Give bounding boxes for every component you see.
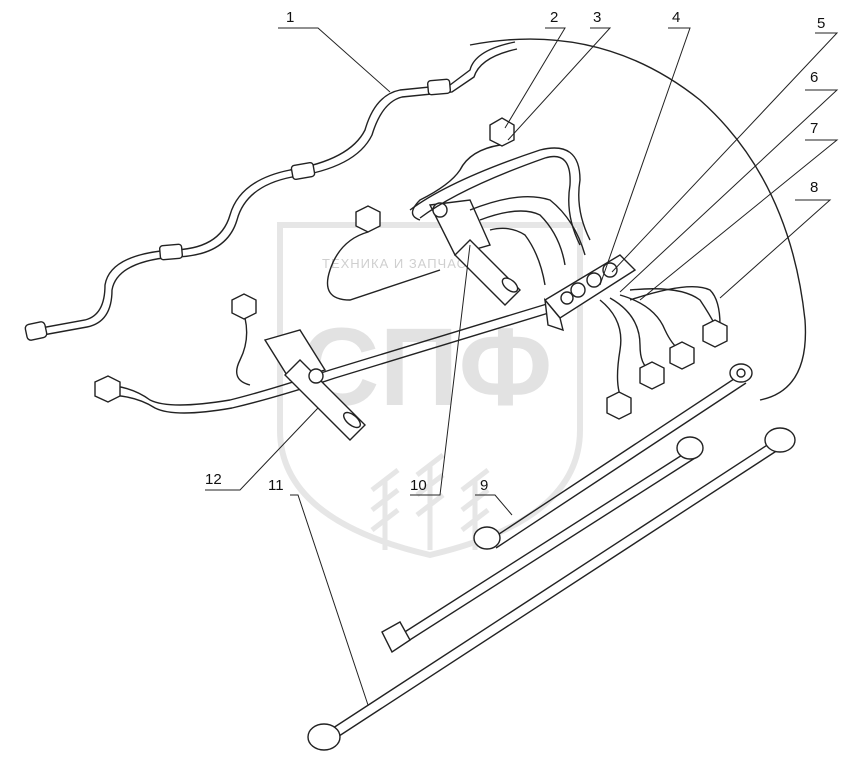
callout-8: 8 — [810, 179, 818, 196]
callout-numbers: 1 2 3 4 5 6 7 8 9 10 11 12 — [205, 9, 825, 494]
return-pipe-1 — [24, 41, 518, 341]
rod-11 — [307, 427, 796, 751]
watermark-shield-shape — [277, 222, 583, 559]
hex-nut-d — [702, 319, 728, 348]
callout-2: 2 — [550, 9, 558, 26]
watermark-wheat-icon — [370, 453, 490, 550]
hex-nut-b — [639, 361, 665, 390]
rod-middle — [381, 436, 704, 654]
callout-4: 4 — [672, 9, 680, 26]
assembly-outline-curve — [469, 38, 807, 401]
hex-nut-a — [606, 391, 632, 420]
clamp-10 — [326, 199, 521, 306]
injector-pipes — [599, 286, 728, 420]
clamp-12 — [94, 293, 566, 441]
distribution-block — [543, 254, 637, 332]
callout-11: 11 — [268, 477, 284, 494]
callout-5: 5 — [817, 15, 825, 32]
hex-nut-left — [94, 375, 121, 403]
callout-12: 12 — [205, 471, 222, 488]
watermark-caption: ТЕХНИКА И ЗАПЧАСТИ — [322, 256, 486, 271]
callout-7: 7 — [810, 120, 818, 137]
leader-lines — [205, 27, 839, 706]
hex-nut-c — [669, 341, 695, 370]
callout-9: 9 — [480, 477, 488, 494]
hex-nut-2 — [489, 117, 515, 147]
callout-3: 3 — [593, 9, 601, 26]
rod-9 — [473, 363, 753, 550]
callout-1: 1 — [286, 9, 294, 26]
callout-6: 6 — [810, 69, 818, 86]
callout-10: 10 — [410, 477, 427, 494]
pipe-bundle — [409, 117, 591, 286]
